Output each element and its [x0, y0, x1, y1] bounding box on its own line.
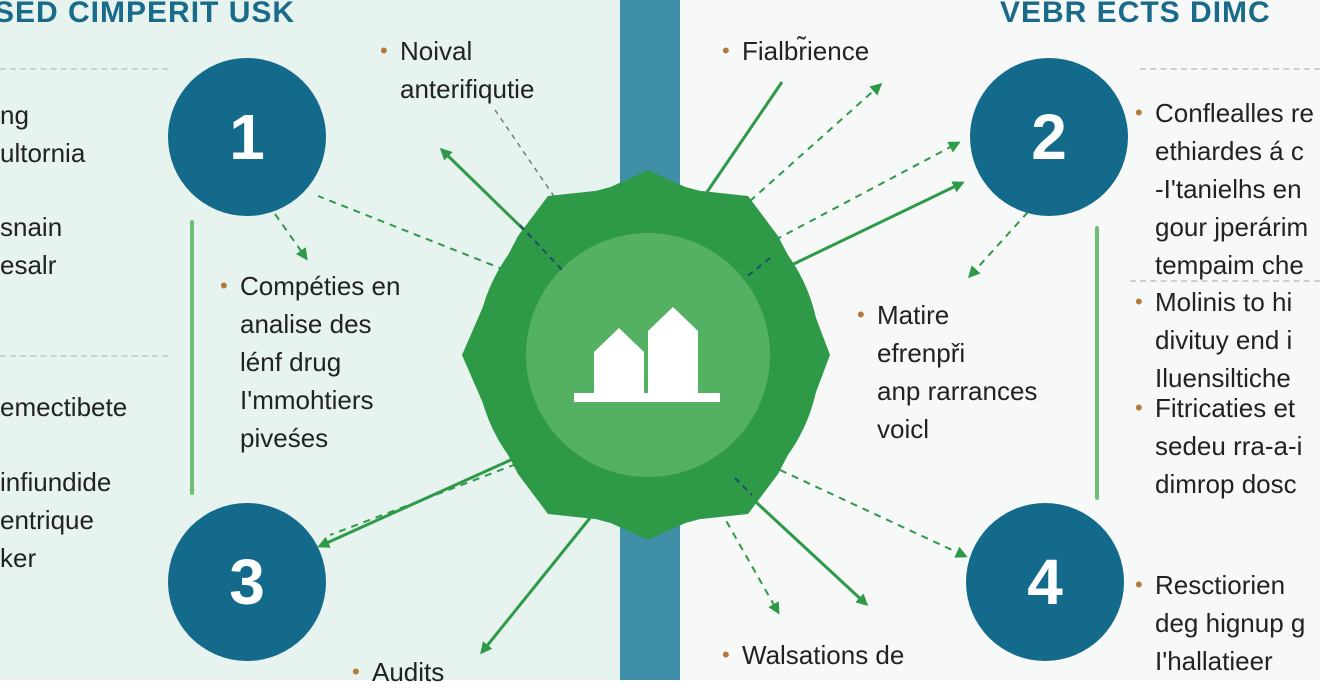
step-circle-4: 4	[966, 503, 1124, 661]
right-divider-top	[1140, 68, 1320, 70]
label-molinis: Molinis to hi divituy end i Iluensiltich…	[1135, 283, 1292, 397]
buildings-icon	[574, 307, 720, 402]
left-text-a: ng ultornia	[0, 100, 86, 168]
left-text-d: infiundide entrique ker	[0, 467, 112, 573]
right-rail	[1095, 226, 1099, 500]
label-audits: Audits	[352, 653, 444, 691]
label-walsations: Walsations de	[722, 636, 904, 674]
gear-hub-icon	[462, 170, 830, 540]
left-rail	[190, 220, 194, 495]
step-circle-2: 2	[970, 58, 1128, 216]
left-title: SED CIMPERIT USK	[0, 0, 296, 29]
left-text-b: snain esalr	[0, 212, 63, 280]
left-divider-top	[0, 68, 168, 70]
label-fitricaties: Fitricaties et sedeu rra-a-i dimrop dosc	[1135, 389, 1302, 503]
left-text-c: emectibete	[0, 392, 128, 422]
left-divider-mid	[0, 355, 168, 357]
label-matire: Matire efrenpři anp rarrances voicl	[857, 296, 1037, 448]
label-conflealles: Conflealles re ethiardes á c -I'tanielhs…	[1135, 94, 1314, 284]
step-circle-3: 3	[168, 503, 326, 661]
right-title: VEBR ECTS DIMC	[1000, 0, 1271, 29]
label-noival: Noival anterifiqutie	[380, 32, 534, 108]
step-circle-1: 1	[168, 58, 326, 216]
label-fialbrience: Fialbr̃ience	[722, 32, 869, 70]
label-resctiorien: Resctiorien deg hignup g I'hallatieer	[1135, 566, 1305, 680]
label-competies: Compéties en analise des lénf drug I'mmo…	[220, 267, 400, 457]
